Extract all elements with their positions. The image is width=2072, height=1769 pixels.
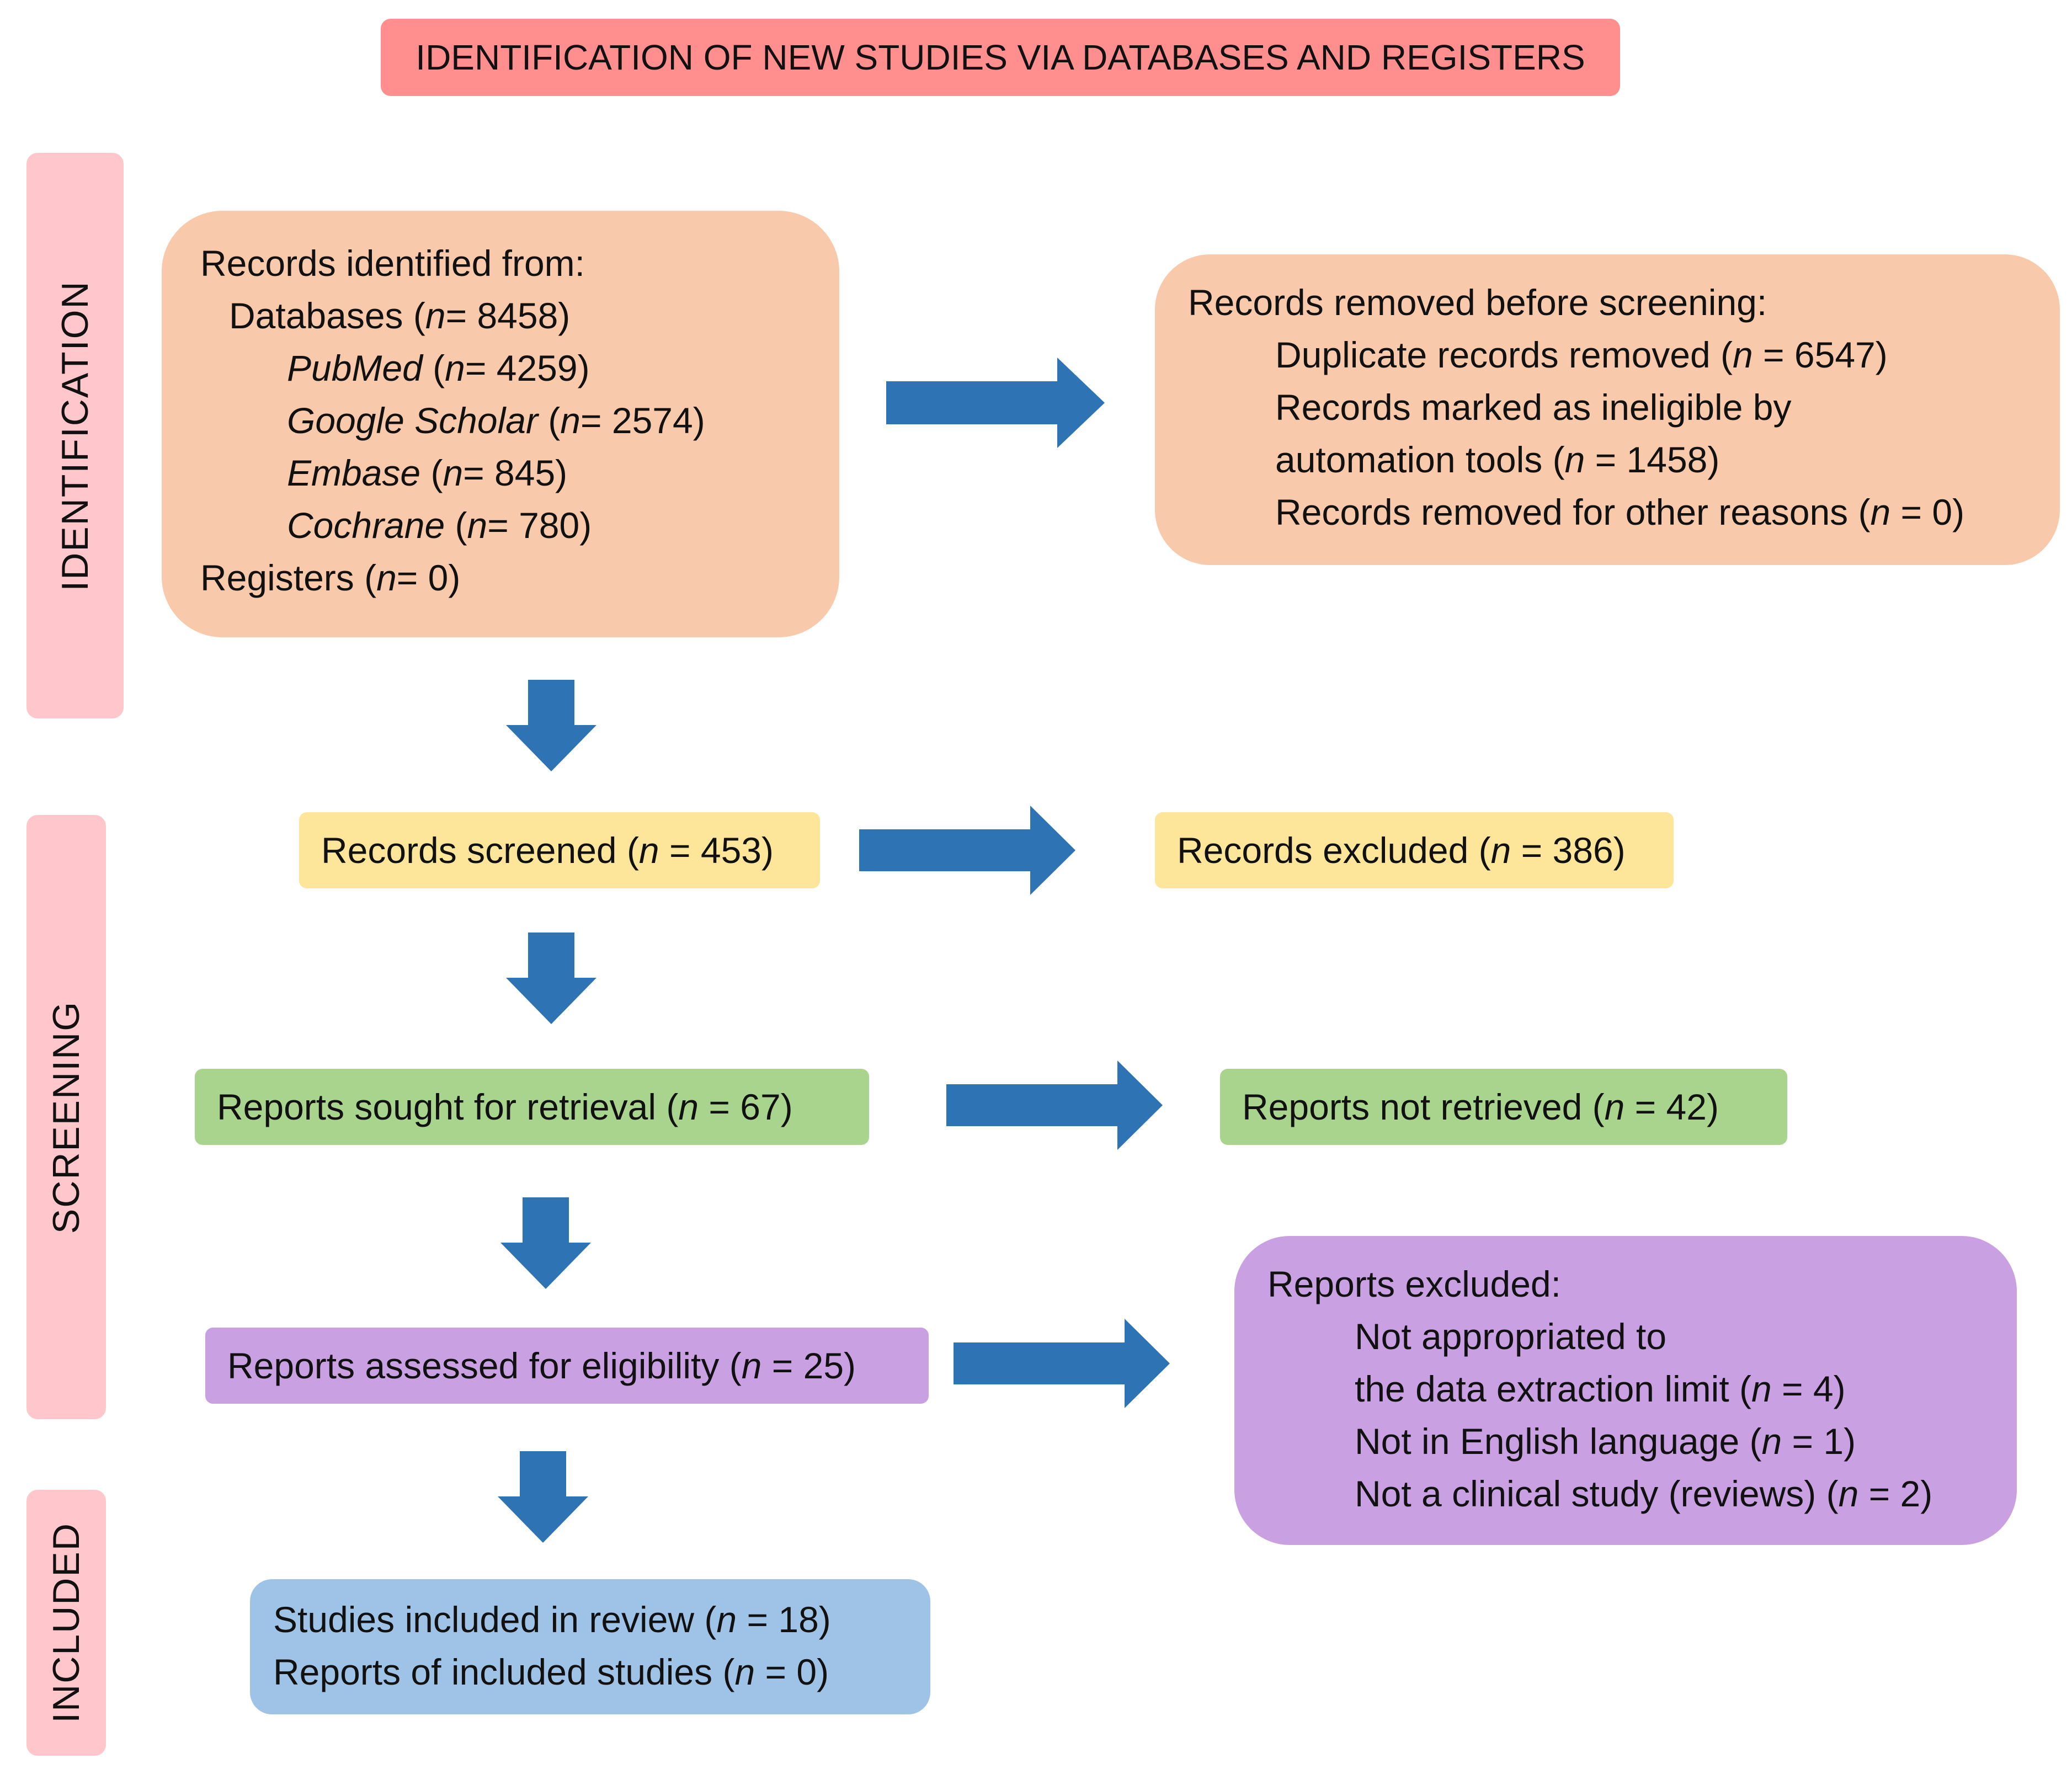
records-excluded-text: Records excluded (n = 386) [1177,830,1626,871]
arrow-right-reports-excluded [954,1319,1170,1408]
reports-excluded-box: Reports excluded: Not appropriated to th… [1234,1236,2017,1545]
extraction-limit-count: the data extraction limit (n = 4) [1355,1368,1846,1409]
arrow-right-removed [886,358,1105,448]
arrow-down-included [498,1451,588,1543]
google-scholar-count: Google Scholar (n= 2574) [287,400,705,441]
embase-count: Embase (n= 845) [287,452,568,493]
arrow-down-screened [506,680,596,771]
records-excluded-box: Records excluded (n = 386) [1155,812,1674,888]
not-english-count: Not in English language (n = 1) [1355,1421,1856,1462]
arrow-down-sought [506,933,596,1024]
phase-band-included: INCLUDED [26,1490,106,1756]
registers-count: Registers (n= 0) [200,557,461,598]
removed-heading: Records removed before screening: [1188,282,1767,323]
phase-label-identification: IDENTIFICATION [54,280,96,592]
reports-excluded-heading: Reports excluded: [1267,1264,1561,1304]
identified-heading: Records identified from: [200,243,585,284]
databases-count: Databases (n= 8458) [229,295,571,336]
studies-included-count: Studies included in review (n = 18) [273,1599,831,1640]
phase-label-screening: SCREENING [45,1000,87,1234]
studies-included-box: Studies included in review (n = 18) Repo… [250,1579,930,1714]
records-identified-box: Records identified from: Databases (n= 8… [162,211,839,637]
reports-sought-box: Reports sought for retrieval (n = 67) [195,1069,869,1145]
ineligible-line-1: Records marked as ineligible by [1275,387,1792,428]
cochrane-count: Cochrane (n= 780) [287,505,592,546]
not-clinical-count: Not a clinical study (reviews) (n = 2) [1355,1473,1933,1514]
phase-band-screening: SCREENING [26,815,106,1419]
reports-sought-text: Reports sought for retrieval (n = 67) [217,1086,793,1127]
records-removed-box: Records removed before screening: Duplic… [1155,254,2060,565]
arrow-right-not-retrieved [946,1061,1163,1150]
arrow-down-assessed [500,1197,591,1289]
reports-included-count: Reports of included studies (n = 0) [273,1651,829,1692]
ineligible-automation-count: automation tools (n = 1458) [1275,439,1720,480]
records-screened-box: Records screened (n = 453) [299,812,820,888]
reports-assessed-box: Reports assessed for eligibility (n = 25… [205,1328,929,1404]
duplicate-removed-count: Duplicate records removed (n = 6547) [1275,334,1888,375]
reports-assessed-text: Reports assessed for eligibility (n = 25… [227,1345,856,1386]
diagram-title: IDENTIFICATION OF NEW STUDIES VIA DATABA… [381,19,1620,96]
records-screened-text: Records screened (n = 453) [321,830,774,871]
not-appropriated-line-1: Not appropriated to [1355,1316,1667,1357]
diagram-title-text: IDENTIFICATION OF NEW STUDIES VIA DATABA… [416,38,1585,77]
pubmed-count: PubMed (n= 4259) [287,348,590,388]
phase-band-identification: IDENTIFICATION [26,153,124,718]
reports-not-retrieved-box: Reports not retrieved (n = 42) [1220,1069,1787,1145]
reports-not-retrieved-text: Reports not retrieved (n = 42) [1242,1086,1719,1127]
phase-label-included: INCLUDED [45,1522,87,1723]
arrow-right-excluded [859,806,1075,895]
other-reasons-count: Records removed for other reasons (n = 0… [1275,492,1965,532]
